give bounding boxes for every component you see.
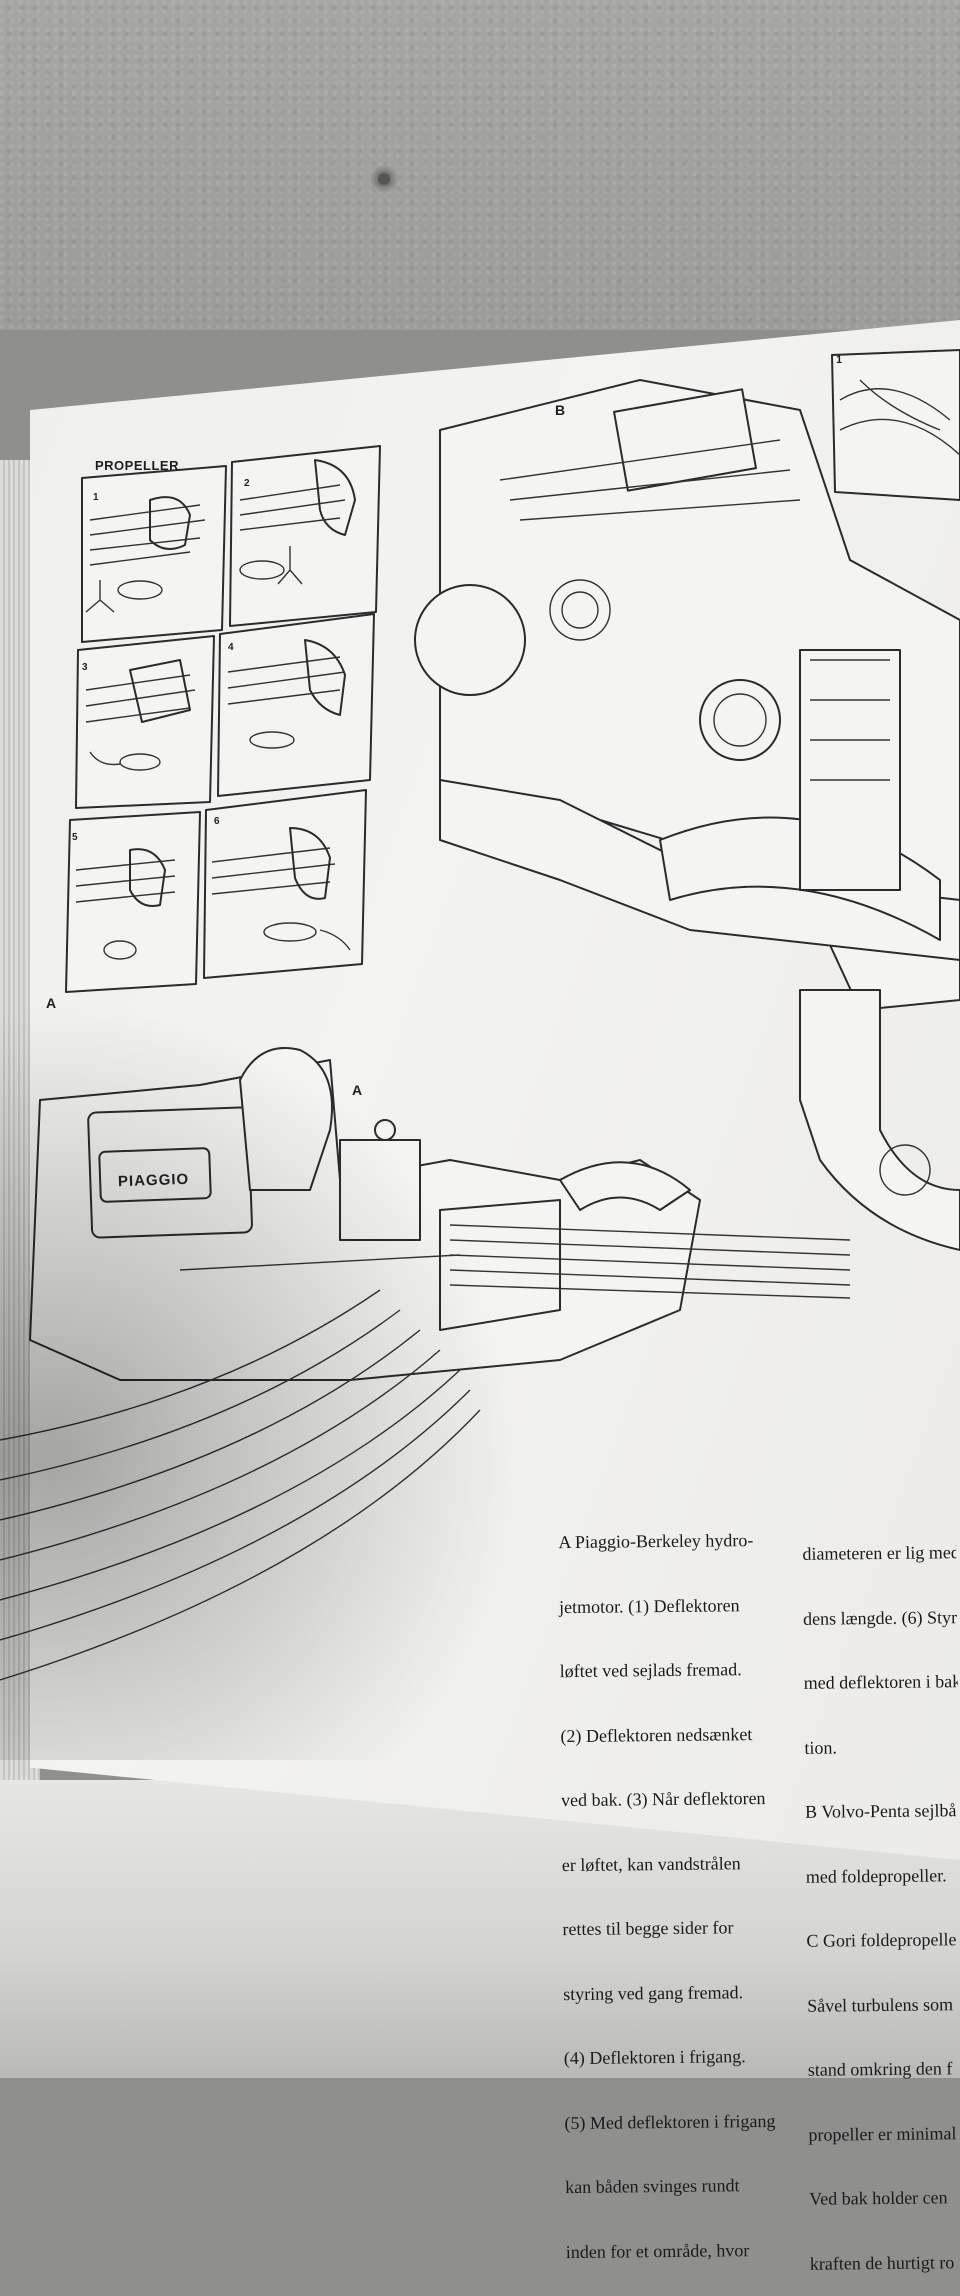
caption-line: propeller er minimal [808,2122,957,2145]
panel-6 [203,789,367,979]
panel-number-5: 5 [72,832,78,843]
engine-brand-label: PIAGGIO [117,1170,190,1191]
panel-number-6: 6 [214,816,220,827]
illustrations [0,349,960,1681]
caption-line: A Piaggio-Berkeley hydro- [558,1530,754,1553]
panel-number-2: 2 [244,478,250,489]
figure-letter-volvo: B [555,402,566,418]
panel-2 [229,445,381,627]
caption-line: (2) Deflektoren nedsænket [560,1723,753,1746]
caption-line: B Volvo-Penta sejlbå [804,1800,957,1822]
caption-line: Ved bak holder cen [809,2187,948,2209]
caption-line: inden for et område, hvor [565,2239,750,2262]
figure-letter-panels: A [46,995,57,1011]
caption-line: jetmotor. (1) Deflektoren [558,1594,740,1617]
caption-column-2: diameteren er lig med dens længde. (6) S… [802,1499,960,2296]
panel-number-3: 3 [82,662,88,673]
caption-line: med deflektoren i bak [803,1671,960,1693]
panel-number-1: 1 [93,492,99,503]
caption-line: (4) Deflektoren i frigang. [563,2046,746,2069]
caption-line: styring ved gang fremad. [563,1981,744,2004]
panel-4 [217,613,375,797]
figure-number-inset: 1 [836,354,843,366]
caption-column-1: A Piaggio-Berkeley hydro- jetmotor. (1) … [558,1487,777,2285]
caption-line: kraften de hurtigt ro [809,2251,955,2274]
figure-letter-piaggio: A [352,1082,363,1098]
caption-line: kan båden svinges rundt [565,2175,740,2198]
caption-line: ved bak. (3) Når deflektoren [560,1787,766,1811]
panel-1 [81,465,227,643]
caption-line: rettes til begge sider for [562,1917,734,1940]
caption-line: dens længde. (6) Styr [802,1606,958,1629]
caption-line: løftet ved sejlads fremad. [559,1659,742,1682]
caption-line: (5) Med deflektoren i frigang [564,2110,776,2133]
caption-line: diameteren er lig med [802,1542,960,1564]
caption-line: Såvel turbulens som [807,1993,954,2016]
caption-line: tion. [804,1736,838,1758]
propeller-panels [65,445,381,993]
panel-5 [65,811,201,993]
right-inset-drawing [831,349,960,501]
volvo-engine-drawing [414,379,960,1251]
section-title: PROPELLER [95,458,179,473]
panel-number-4: 4 [228,642,234,653]
caption-line: med foldepropeller. [805,1864,947,1887]
caption-line: er løftet, kan vandstrålen [561,1852,741,1875]
caption-line: C Gori foldepropelle [806,1929,957,1951]
wall-hole [370,165,398,193]
wall-background [0,0,960,330]
piaggio-engine-drawing [0,1047,851,1681]
